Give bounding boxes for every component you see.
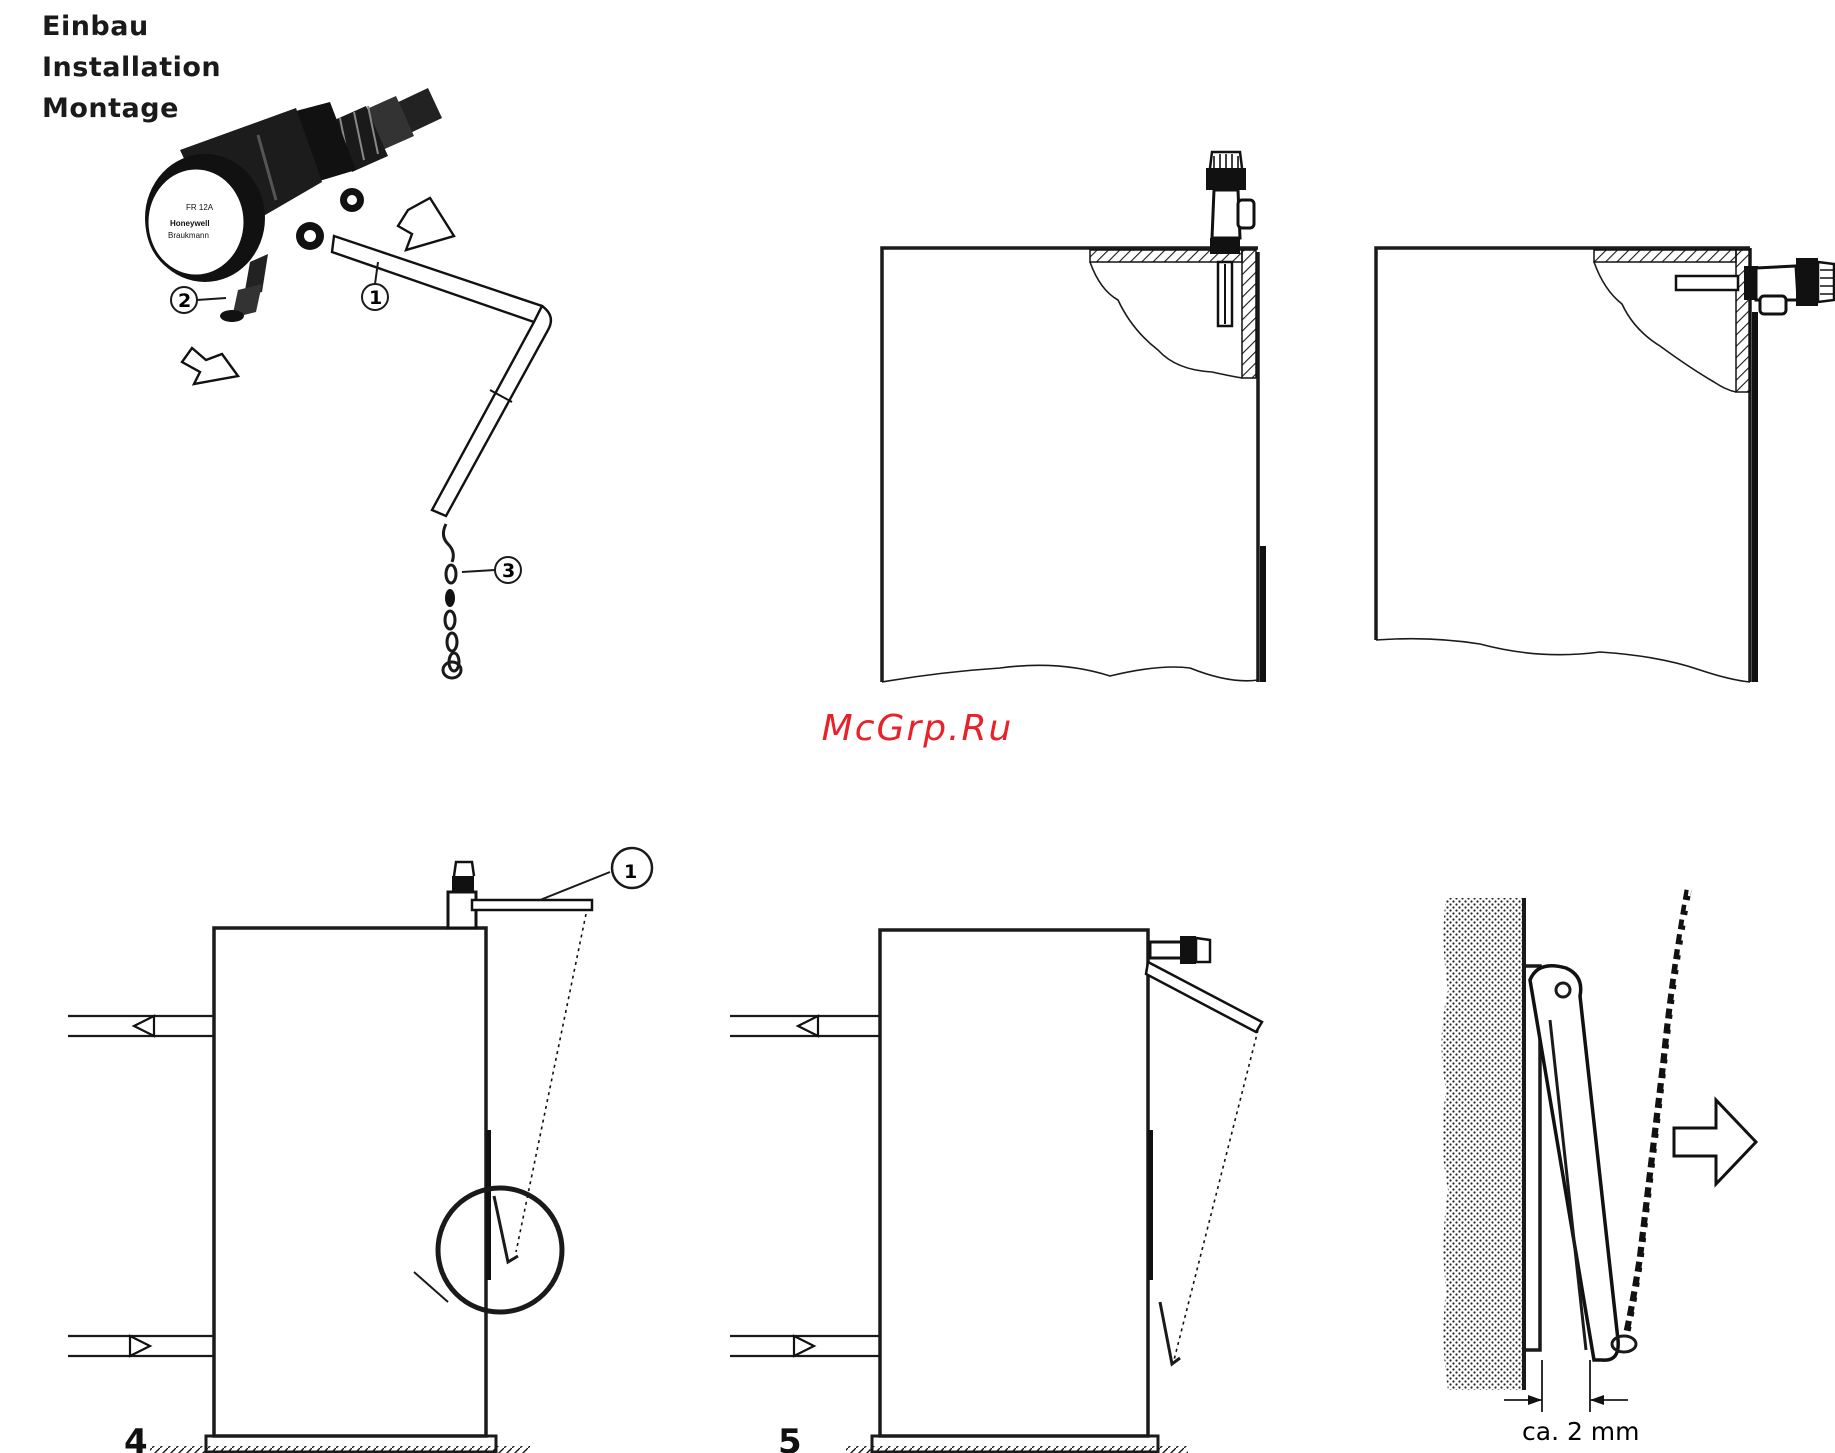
wall-section bbox=[1441, 898, 1524, 1390]
boiler-top-vertical-mount bbox=[882, 152, 1266, 682]
callout-1-label: 1 bbox=[369, 287, 382, 309]
detail-chain-icon bbox=[1612, 890, 1690, 1352]
callout-3-label: 3 bbox=[502, 560, 515, 582]
outlet-arrow-icon bbox=[134, 1016, 154, 1036]
part-3-chain bbox=[443, 524, 461, 678]
part-1-lever bbox=[332, 236, 551, 516]
pull-direction-arrow-icon bbox=[1674, 1100, 1756, 1184]
boiler-diagram-lever-horizontal: 1 4 bbox=[68, 848, 652, 1453]
dial-model-text: FR 12A bbox=[186, 203, 214, 212]
detail-magnifier-circle bbox=[438, 1188, 562, 1312]
boiler-diagram-lever-tilted: 5 bbox=[730, 930, 1262, 1453]
svg-text:4: 4 bbox=[124, 1422, 148, 1453]
svg-text:5: 5 bbox=[778, 1422, 802, 1453]
inlet-arrow-icon bbox=[130, 1336, 150, 1356]
top-controller-icon bbox=[448, 862, 592, 928]
chain-attachment-detail: ca. 2 mm bbox=[1441, 890, 1756, 1446]
side-controller-icon bbox=[1146, 936, 1262, 1032]
boiler-side-horizontal-mount bbox=[1376, 248, 1834, 682]
inflow-arrow-icon bbox=[182, 348, 238, 384]
callout-2-label: 2 bbox=[178, 290, 191, 312]
dial-maker-text: Braukmann bbox=[168, 231, 209, 240]
outflow-arrow-icon bbox=[398, 198, 454, 250]
dimension-label: ca. 2 mm bbox=[1522, 1417, 1640, 1446]
hinged-arm bbox=[1530, 966, 1618, 1360]
device-dial: FR 12A Honeywell Braukmann bbox=[145, 154, 265, 282]
horizontal-controller-icon bbox=[1676, 258, 1834, 314]
outlet-arrow-icon bbox=[798, 1016, 818, 1036]
device-exploded-view: FR 12A Honeywell Braukmann 2 1 bbox=[145, 88, 551, 678]
inlet-arrow-icon bbox=[794, 1336, 814, 1356]
callout-lever-label: 1 bbox=[624, 861, 637, 883]
dial-brand-text: Honeywell bbox=[170, 219, 210, 228]
